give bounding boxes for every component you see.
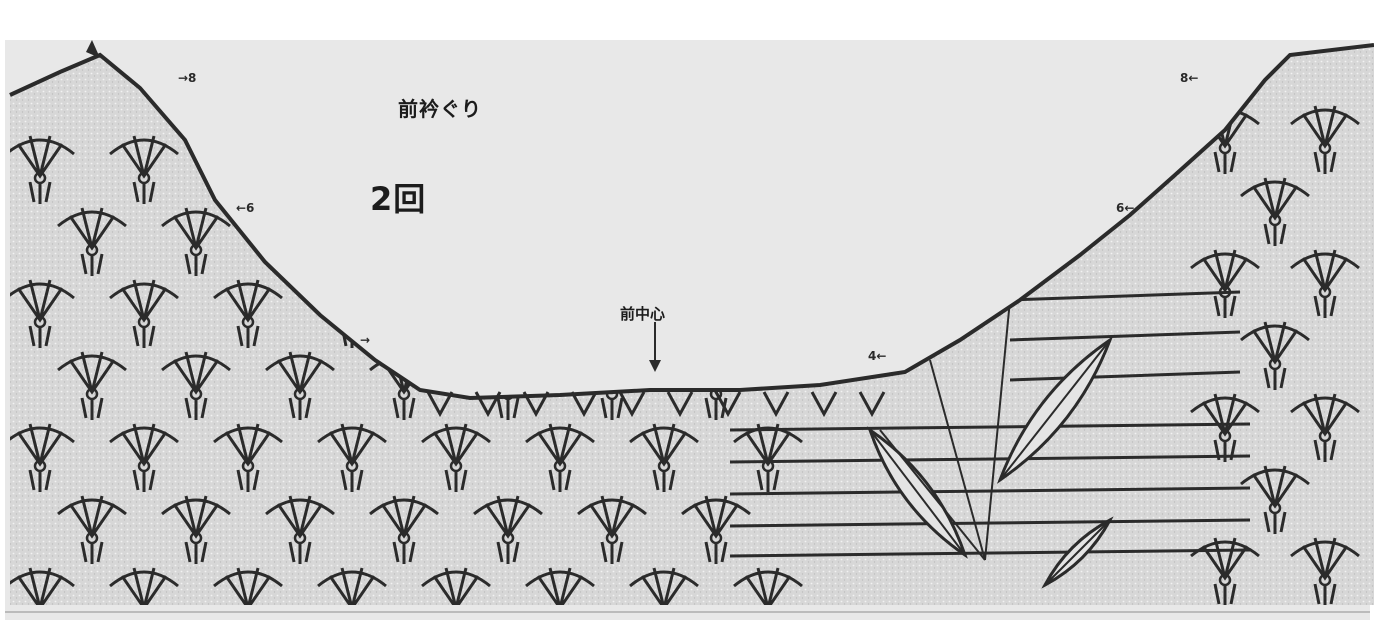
row-marker-left-top: →8 — [178, 71, 197, 85]
row-marker-right-low: 4← — [868, 349, 887, 363]
shell-stitch — [317, 567, 387, 605]
shell-stitch — [629, 567, 699, 605]
chain-line — [729, 422, 1251, 432]
edge-picot — [474, 391, 502, 418]
shell-stitch — [525, 567, 595, 605]
shell-stitch — [1290, 105, 1360, 174]
shell-stitch — [109, 279, 179, 348]
shell-stitch — [421, 423, 491, 492]
edge-picot — [570, 391, 598, 418]
guide-line — [929, 359, 986, 561]
shell-stitch — [525, 423, 595, 492]
guide-line — [984, 299, 1011, 561]
shell-stitch — [109, 423, 179, 492]
shell-stitch — [317, 423, 387, 492]
shell-stitch — [213, 423, 283, 492]
row-marker-left-low: → — [360, 333, 371, 347]
shell-stitch — [265, 495, 335, 564]
row-marker-right-top: 8← — [1180, 71, 1199, 85]
edge-picot — [762, 391, 790, 418]
shell-stitch — [473, 495, 543, 564]
edge-picot — [810, 391, 838, 418]
leaf-vein — [999, 339, 1111, 481]
shell-stitch — [1290, 249, 1360, 318]
shell-stitch — [10, 567, 75, 605]
shell-stitch — [1290, 537, 1360, 605]
shell-stitch — [57, 351, 127, 420]
shell-stitch — [733, 567, 803, 605]
guide-line — [879, 429, 986, 561]
row-marker-left-mid: ←6 — [236, 201, 255, 215]
edge-picot — [426, 391, 454, 418]
shell-stitch — [10, 135, 75, 204]
shell-stitch — [1240, 321, 1310, 390]
shell-stitch — [161, 351, 231, 420]
edge-picot — [666, 391, 694, 418]
shell-stitch — [265, 351, 335, 420]
shell-stitch — [1240, 177, 1310, 246]
leaf-vein — [869, 429, 966, 556]
chain-line — [729, 486, 1251, 496]
edge-picot — [714, 391, 742, 418]
neckline-edge — [9, 43, 1374, 401]
shell-stitch — [421, 567, 491, 605]
shell-stitch — [733, 423, 803, 492]
shell-stitch — [577, 495, 647, 564]
shell-stitch — [1290, 393, 1360, 462]
shell-stitch — [10, 423, 75, 492]
edge-picot — [618, 391, 646, 418]
shell-stitch — [161, 495, 231, 564]
center-arrow-head — [649, 360, 661, 372]
chain-line — [729, 518, 1251, 528]
shell-stitch — [109, 567, 179, 605]
neckline-title: 前衿ぐり — [398, 97, 482, 121]
shell-stitch — [1240, 465, 1310, 534]
chain-line — [1009, 330, 1241, 342]
start-marker — [86, 40, 100, 58]
shell-stitch — [213, 279, 283, 348]
chain-line — [729, 548, 1251, 558]
shell-stitch — [161, 207, 231, 276]
leaf-vein — [1044, 519, 1111, 586]
shell-stitch — [629, 423, 699, 492]
shell-stitch — [10, 279, 75, 348]
front-center-label: 前中心 — [620, 305, 666, 323]
chain-line — [729, 454, 1251, 464]
edge-picot — [522, 391, 550, 418]
chain-line — [1009, 370, 1241, 382]
shell-stitch — [57, 495, 127, 564]
row-marker-right-mid: 6← — [1116, 201, 1135, 215]
shell-stitch — [57, 207, 127, 276]
shell-stitch — [109, 135, 179, 204]
chain-line — [1009, 290, 1241, 302]
shell-stitch — [213, 567, 283, 605]
edge-picot — [858, 391, 886, 418]
shell-stitch — [681, 495, 751, 564]
shell-stitch — [369, 495, 439, 564]
rounds-label: 2回 — [370, 180, 427, 218]
